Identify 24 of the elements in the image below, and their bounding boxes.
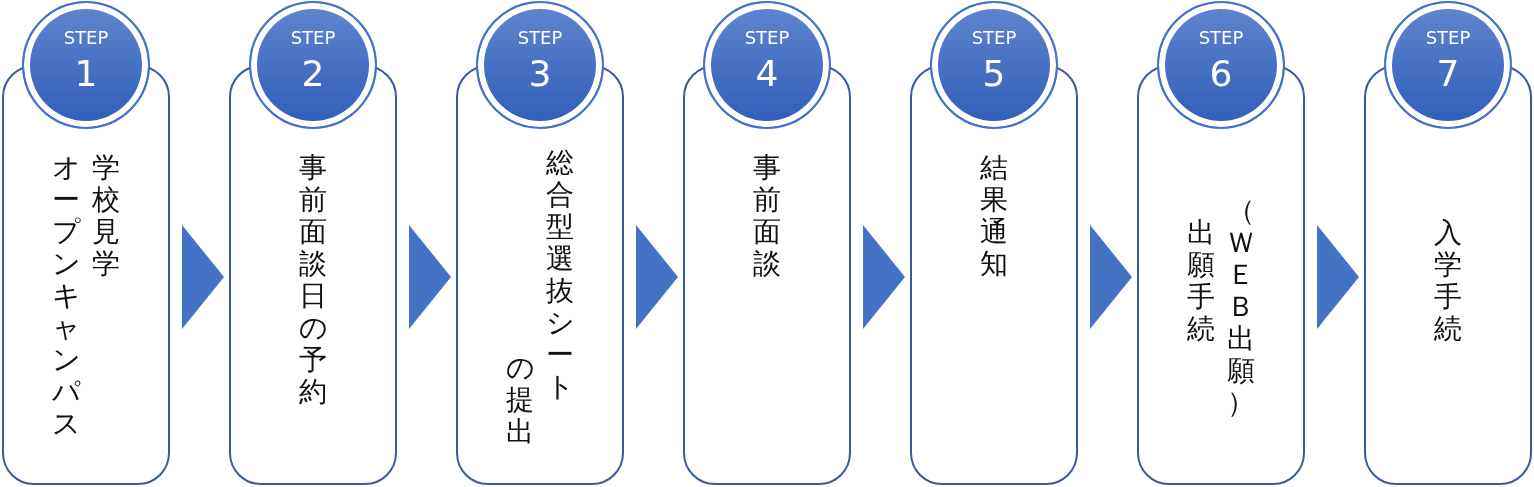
step-number: 7 <box>1435 53 1461 94</box>
step-label: STEP <box>516 27 564 48</box>
step-number: 5 <box>981 53 1007 94</box>
step-label: STEP <box>743 27 791 48</box>
step-text: 事前面談 <box>752 152 782 280</box>
step-text: 入学手続 <box>1433 217 1463 345</box>
step-text: （ＷＥＢ出願） <box>1226 195 1256 419</box>
step-text: の提出 <box>504 352 536 448</box>
step-text: 出願手続 <box>1186 217 1216 345</box>
step-text: 結果通知 <box>979 152 1009 280</box>
step-label: STEP <box>970 27 1018 48</box>
step-text: 学校見学 <box>91 152 121 280</box>
step-label: STEP <box>62 27 110 48</box>
step-label: STEP <box>1197 27 1245 48</box>
step-number: 1 <box>73 53 99 94</box>
step-number: 6 <box>1208 53 1234 94</box>
step-text: 総合型選抜シート <box>544 147 576 403</box>
step-number: 2 <box>300 53 326 94</box>
step-label: STEP <box>1424 27 1472 48</box>
step-text: オープンキャンパス <box>50 152 82 440</box>
step-label: STEP <box>289 27 337 48</box>
step-number: 3 <box>527 53 553 94</box>
step-number: 4 <box>754 53 780 94</box>
step-text: 事前面談日の予約 <box>297 152 329 408</box>
